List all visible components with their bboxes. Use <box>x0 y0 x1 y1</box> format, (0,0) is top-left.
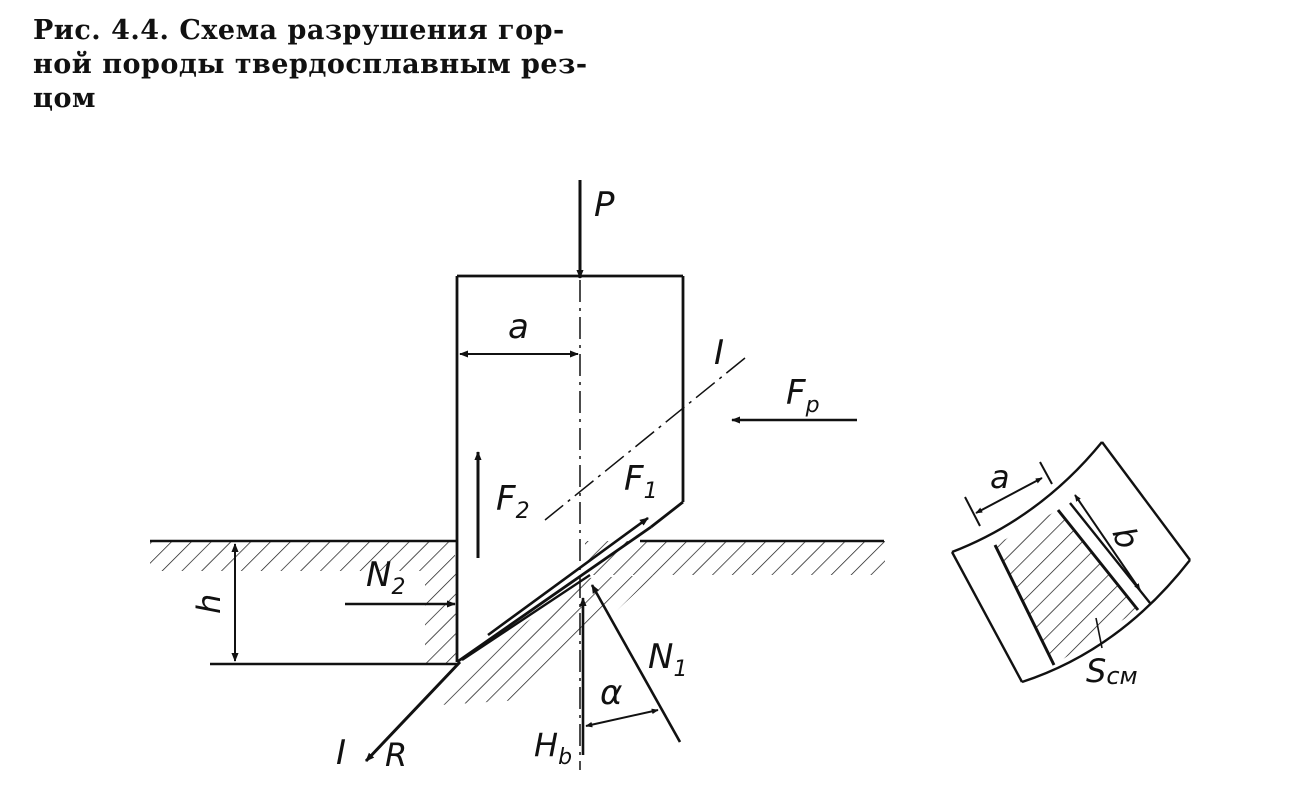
label-F1: F1 <box>624 459 658 504</box>
angle-alpha-arrow <box>585 708 659 728</box>
inset-contact-area <box>950 441 1191 684</box>
force-N1-arrow <box>590 584 682 743</box>
label-h: h <box>190 594 228 614</box>
label-Hb: Hb <box>534 726 572 770</box>
label-R: R <box>385 736 407 774</box>
force-F1-arrow <box>487 516 649 637</box>
ground-hatching <box>150 541 885 705</box>
force-R-arrow <box>364 660 462 763</box>
caption-line-3: цом <box>33 83 96 114</box>
shear-plane-I <box>544 357 746 521</box>
label-N1: N1 <box>648 637 687 682</box>
caption-line-1: Рис. 4.4. Схема разрушения гор- <box>33 15 565 46</box>
label-P: P <box>594 185 615 225</box>
cutting-edge-line <box>461 574 591 661</box>
label-a: a <box>508 307 529 347</box>
inset-label-a: a <box>990 458 1010 496</box>
label-Fp: Fp <box>786 373 820 418</box>
inset-label-b: b <box>1104 522 1147 554</box>
figure-caption: Рис. 4.4. Схема разрушения гор- ной поро… <box>33 14 593 116</box>
caption-line-2: ной породы твердосплавным рез- <box>33 49 588 80</box>
cutter-body <box>455 274 685 664</box>
label-N2: N2 <box>366 555 405 600</box>
label-alpha: α <box>600 673 622 713</box>
label-F2: F2 <box>496 479 530 524</box>
label-I-bottom: I <box>336 733 346 773</box>
inset-label-Scm: Sсм <box>1086 652 1138 690</box>
label-I-top: I <box>714 333 724 373</box>
